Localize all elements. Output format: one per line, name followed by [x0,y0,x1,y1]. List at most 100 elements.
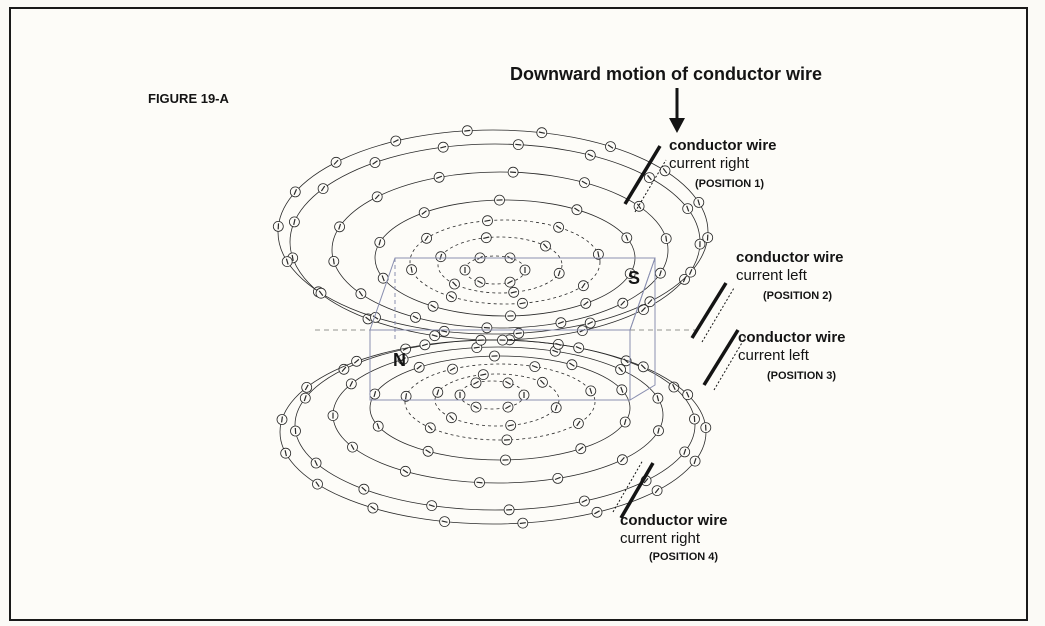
compass-needle [640,306,646,313]
motion-headline: Downward motion of conductor wire [510,64,822,84]
compass-needle [654,487,660,494]
compass-needle [361,486,367,492]
position-4-current-label: current right [620,530,701,547]
compass-needle [640,364,646,370]
compass-needle [441,520,448,523]
compass-needle [510,171,517,174]
compass-needle [373,391,377,398]
position-2-wire-label: conductor wire [736,249,844,266]
compass-needle [531,364,538,369]
position-2-current-label: current left [736,267,807,284]
lower-field-line [459,380,525,410]
compass-needle [484,219,491,222]
wire-position-1 [623,145,667,213]
compass-needle [291,254,294,262]
compass-needle [425,449,431,454]
position-2-label: (POSITION 2) [763,290,833,302]
wire-position-4 [612,459,655,519]
compass-needle [620,300,626,306]
compass-needle [452,281,458,287]
compass-needle [476,481,483,484]
compass-needle [554,476,561,481]
compass-needle [569,362,575,367]
figure-label: FIGURE 19-A [148,91,229,106]
compass-needle [374,194,380,200]
compass-needle [578,446,584,452]
compass-needle [365,316,371,322]
compass-needle [555,225,562,230]
compass-needle [376,423,380,430]
compass-needle [693,458,697,465]
compass-needle [587,153,594,158]
compass-needle [332,258,335,265]
compass-needle [647,299,653,305]
position-1-label: (POSITION 1) [695,178,765,190]
compass-needle [449,367,456,372]
compass-needle [510,291,517,294]
field-lines [272,125,714,529]
position-3-wire-label: conductor wire [738,329,846,346]
compass-needle [464,129,471,132]
wire-position-3 [702,329,747,391]
upper-field-line [277,129,709,335]
compass-needle [392,139,399,143]
lower-field-line [332,346,664,484]
compass-needle [410,266,413,273]
compass-needle [402,469,409,474]
compass-needle [427,425,433,431]
compass-needle [581,180,588,185]
south-pole-label: S [628,268,641,288]
compass-needle [542,243,548,249]
compass-needle [448,294,455,299]
compass-needle [581,499,588,503]
compass-needle [483,326,490,329]
position-4-wire-label: conductor wire [620,512,728,529]
compass-needle [594,510,600,515]
compass-needle [480,373,487,376]
compass-needle [372,160,378,165]
compass-needle [315,481,320,487]
compass-needle [636,203,642,210]
compass-needle [625,234,629,241]
compass-needle [581,282,586,289]
compass-needle [436,389,440,396]
compass-needle [697,199,701,206]
upper-field-line [464,255,526,285]
compass-needle [416,364,422,370]
compass-needle [421,343,428,347]
compass-needle [557,321,564,325]
compass-needle [349,380,354,387]
compass-needle [515,332,522,335]
position-3-label: (POSITION 3) [767,370,837,382]
compass-needle [358,290,364,297]
position-1-current-label: current right [669,155,750,172]
upper-field-line [331,171,669,329]
compass-needle [658,270,662,277]
compass-needle [505,380,511,385]
compass-needle [507,280,513,285]
compass-needle [628,270,632,277]
compass-needle [507,424,514,427]
compass-needle [428,504,435,508]
compass-needle [672,384,676,390]
compass-needle [515,143,522,146]
compass-needle [285,258,289,265]
position-3-current-label: current left [738,347,809,364]
figure-frame [9,7,1028,621]
compass-needle [304,384,309,391]
north-pole-label: N [393,350,406,370]
bar-magnet [369,257,656,401]
compass-needle [583,301,589,306]
compass-needle [303,395,307,402]
compass-needle [647,174,652,181]
compass-needle [320,185,326,192]
compass-needle [440,145,447,149]
compass-needle [597,251,600,258]
compass-needle [338,223,342,230]
compass-needle [436,175,443,179]
compass-needle [623,418,627,425]
compass-needle [538,131,545,134]
compass-needle [552,349,559,353]
compass-needle [685,391,690,398]
